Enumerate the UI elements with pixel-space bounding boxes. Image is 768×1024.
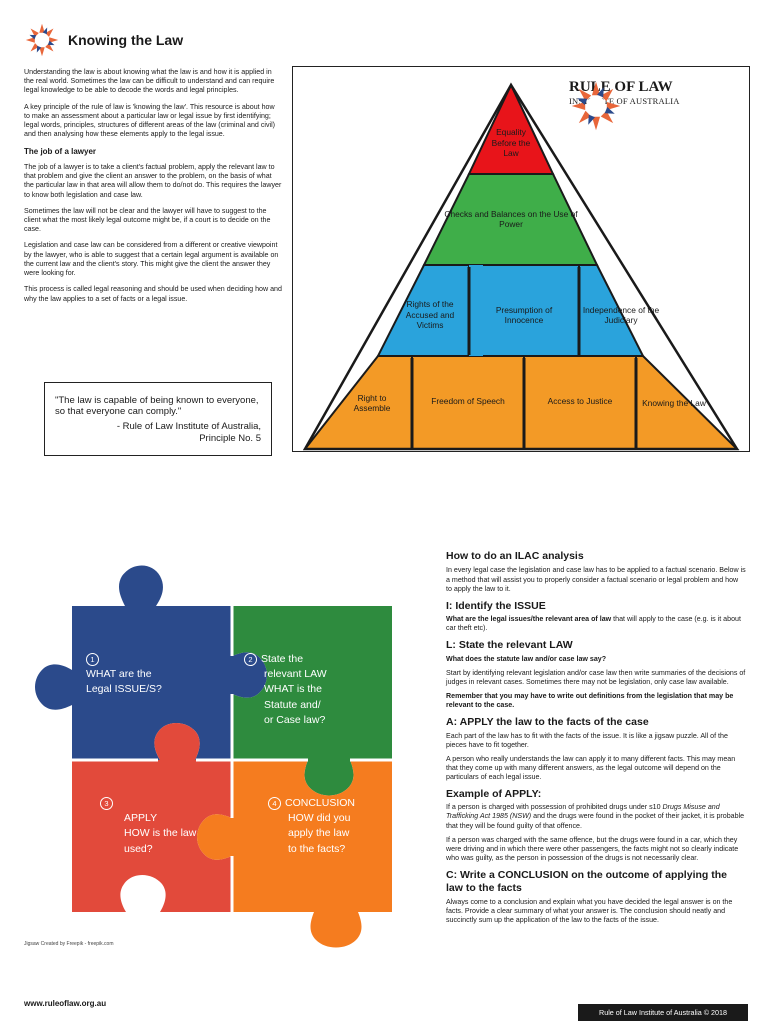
- ilac-section: How to do an ILAC analysis In every lega…: [446, 550, 746, 930]
- pyramid-label-equality: Equality Before the Law: [491, 127, 531, 159]
- ilac-issue-bold: What are the legal issues/the relevant a…: [446, 615, 612, 624]
- ilac-example-text: If a person was charged with the same of…: [446, 835, 739, 862]
- intro-paragraph: This process is called legal reasoning a…: [24, 285, 282, 303]
- pyramid-label-assemble: Right to Assemble: [353, 392, 391, 414]
- rule-of-law-pyramid: RULE OF LAW INSTITUTE OF AUSTRALIA Equal…: [292, 66, 750, 452]
- ilac-conclusion-text: Always come to a conclusion and explain …: [446, 897, 733, 924]
- ilac-law-text: Start by identifying relevant legislatio…: [446, 668, 746, 686]
- puzzle-line: WHAT is the: [264, 683, 322, 696]
- ilac-example-text: If a person is charged with possession o…: [446, 803, 746, 830]
- copyright-footer: Rule of Law Institute of Australia © 201…: [578, 1004, 748, 1021]
- puzzle-line: Legal ISSUE/S?: [86, 683, 162, 696]
- logo-subtitle: INSTITUTE OF AUSTRALIA: [569, 96, 680, 106]
- puzzle-line: HOW did you: [288, 812, 351, 825]
- ilac-example-heading: Example of APPLY:: [446, 787, 542, 800]
- puzzle-piece-issue: [35, 565, 267, 760]
- puzzle-line: or Case law?: [264, 713, 326, 726]
- puzzle-text-apply: 3 APPLY HOW is the law used?: [100, 796, 230, 857]
- puzzle-piece-conclusion: [197, 760, 392, 948]
- puzzle-line: used?: [124, 842, 153, 855]
- step-number-1: 1: [86, 652, 99, 666]
- puzzle-line: HOW is the law: [124, 827, 197, 840]
- puzzle-line: relevant LAW: [264, 668, 327, 681]
- website-link[interactable]: www.ruleoflaw.org.au: [24, 999, 107, 1008]
- puzzle-text-law: 2 State the relevant LAW WHAT is the Stat…: [244, 652, 384, 728]
- ilac-example-part: If a person is charged with possession o…: [446, 803, 663, 812]
- ilac-law-reminder: Remember that you may have to write out …: [446, 691, 734, 710]
- ilac-issue-heading: I: Identify the ISSUE: [446, 599, 546, 612]
- quote-text: "The law is capable of being known to ev…: [55, 395, 259, 418]
- jigsaw-credit: Jigsaw Created by Freepik - freepik.com: [24, 941, 114, 947]
- intro-section: Understanding the law is about knowing w…: [24, 68, 282, 311]
- quote-source: - Rule of Law Institute of Australia,: [116, 421, 261, 433]
- intro-paragraph: A key principle of the rule of law is 'k…: [24, 102, 276, 139]
- pyramid-label-knowing: Knowing the Law: [642, 397, 706, 408]
- rule-of-law-star-icon: [25, 23, 59, 57]
- puzzle-line: State the: [261, 653, 304, 665]
- intro-paragraph: Sometimes the law will not be clear and …: [24, 206, 271, 234]
- ilac-issue-text: What are the legal issues/the relevant a…: [446, 615, 746, 633]
- puzzle-line: CONCLUSION: [285, 797, 356, 809]
- step-number-4: 4: [268, 796, 281, 810]
- ilac-issue-rest: that will apply to the case (e.g. is it …: [446, 615, 741, 633]
- page-header: Knowing the Law: [24, 22, 183, 58]
- page-title: Knowing the Law: [68, 32, 184, 48]
- step-number-3: 3: [100, 796, 113, 810]
- jigsaw-graphic: [35, 565, 392, 948]
- pyramid-label-access: Access to Justice: [547, 395, 613, 406]
- ilac-example-act: Drugs Misuse and Trafficking Act 1985 (N…: [446, 803, 720, 821]
- puzzle-text-conclusion: 4 CONCLUSION HOW did you apply the law to…: [268, 796, 390, 857]
- intro-paragraph: Understanding the law is about knowing w…: [24, 68, 275, 95]
- ilac-apply-text: A person who really understands the law …: [446, 754, 736, 781]
- ilac-law-heading: L: State the relevant LAW: [446, 639, 573, 652]
- ilac-intro: In every legal case the legislation and …: [446, 566, 746, 593]
- ilac-apply-heading: A: APPLY the law to the facts of the cas…: [446, 716, 649, 729]
- ilac-apply-text: Each part of the law has to fit with the…: [446, 731, 728, 749]
- ilac-conclusion-heading: C: Write a CONCLUSION on the outcome of …: [446, 868, 727, 895]
- puzzle-piece-law: [232, 606, 392, 796]
- puzzle-text-issue: 1 WHAT are the Legal ISSUE/S?: [86, 652, 216, 698]
- pyramid-label-rights-accused: Rights of the Accused and Victims: [405, 299, 455, 331]
- principle-quote: "The law is capable of being known to ev…: [44, 382, 272, 456]
- ilac-title: How to do an ILAC analysis: [446, 550, 584, 562]
- quote-principle: Principle No. 5: [199, 432, 261, 444]
- ilac-example-part: and the drugs were found in the pocket o…: [446, 812, 745, 830]
- rule-of-law-logo: RULE OF LAW INSTITUTE OF AUSTRALIA: [569, 79, 680, 131]
- puzzle-line: apply the law: [288, 827, 350, 840]
- puzzle-line: WHAT are the: [86, 668, 152, 681]
- pyramid-label-speech: Freedom of Speech: [431, 395, 505, 406]
- puzzle-piece-apply: [72, 723, 232, 912]
- pyramid-label-independence: Independence of the Judiciary: [582, 304, 660, 326]
- step-number-2: 2: [244, 652, 257, 666]
- intro-paragraph: The job of a lawyer is to take a client'…: [24, 162, 282, 199]
- puzzle-line: Statute and/: [264, 698, 321, 711]
- puzzle-line: to the facts?: [288, 842, 346, 855]
- ilac-law-question: What does the statute law and/or case la…: [446, 654, 607, 663]
- rule-of-law-star-icon: [571, 81, 621, 131]
- pyramid-label-checks: Checks and Balances on the Use of Power: [444, 208, 578, 230]
- ilac-jigsaw-puzzle: 1 WHAT are the Legal ISSUE/S? 2 State the…: [20, 560, 400, 950]
- pyramid-graphic: [302, 82, 740, 451]
- lawyer-subheading: The job of a lawyer: [24, 146, 97, 156]
- puzzle-line: APPLY: [124, 812, 158, 825]
- pyramid-label-presumption: Presumption of Innocence: [495, 304, 553, 326]
- intro-paragraph: Legislation and case law can be consider…: [24, 241, 279, 278]
